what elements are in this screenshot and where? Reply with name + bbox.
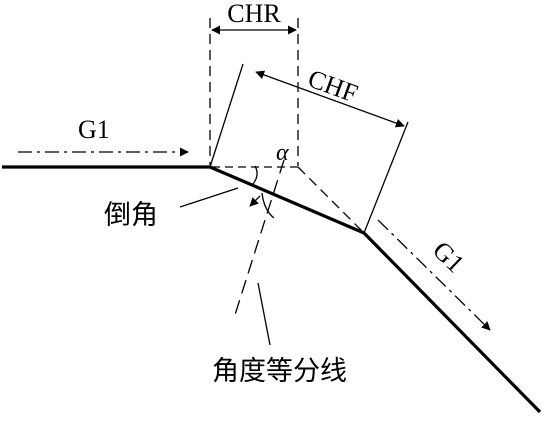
- alpha-label: α: [276, 140, 289, 166]
- chamfer-pointer-arrow: [249, 195, 261, 207]
- virtual-corner-diagonal: [297, 166, 365, 234]
- chf-label: CHF: [304, 64, 361, 109]
- g1-outgoing-label: G1: [427, 235, 470, 278]
- corner-angle-arc: [252, 165, 258, 185]
- workpiece-contour: [2, 165, 542, 414]
- chamfer-leader-line: [179, 187, 239, 208]
- chamfer-label: 倒角: [104, 200, 158, 231]
- chr-label: CHR: [227, 0, 281, 28]
- g1-incoming-label: G1: [78, 115, 110, 144]
- angle-bisector-label: 角度等分线: [212, 356, 347, 387]
- angle-bisector-line: [233, 159, 285, 319]
- bisector-angle-arc: [261, 192, 275, 219]
- g1-outgoing-path: [377, 219, 491, 331]
- chf-extension-left: [209, 63, 244, 168]
- chf-extension-right: [363, 121, 409, 234]
- chf-dimension-line: [255, 70, 405, 128]
- bisector-leader-line: [257, 282, 271, 346]
